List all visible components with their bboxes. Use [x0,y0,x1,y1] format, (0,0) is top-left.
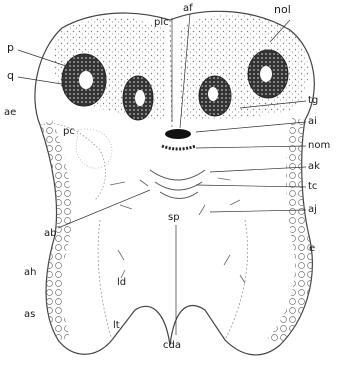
label-ai: ai [308,117,317,127]
label-ae: ae [4,108,16,118]
label-sp: sp [168,213,180,223]
nucleus-right-outer-hole [260,66,272,82]
label-plc: plc [154,18,169,28]
central-canal [165,129,191,139]
label-tg: tg [308,96,318,106]
nucleus-left-inner-hole [135,90,145,106]
nucleus-left-hole [79,71,93,89]
label-ab: ab [44,229,56,239]
label-aj: aj [308,205,317,215]
label-pc: pc [63,127,75,137]
label-ah: ah [24,268,36,278]
tectum-right [180,14,308,120]
label-q: q [7,70,14,81]
label-nol: nol [274,4,291,15]
label-lt: lt [113,321,120,331]
label-ak: ak [308,162,320,172]
label-af: af [183,4,193,14]
label-p: p [7,42,14,53]
label-e: e [309,244,315,254]
label-tc: tc [308,182,317,192]
label-as: as [24,310,35,320]
label-nom: nom [308,141,330,151]
nucleus-right-inner-hole [208,87,218,101]
label-ld: ld [117,278,126,288]
label-cda: cda [163,341,181,351]
